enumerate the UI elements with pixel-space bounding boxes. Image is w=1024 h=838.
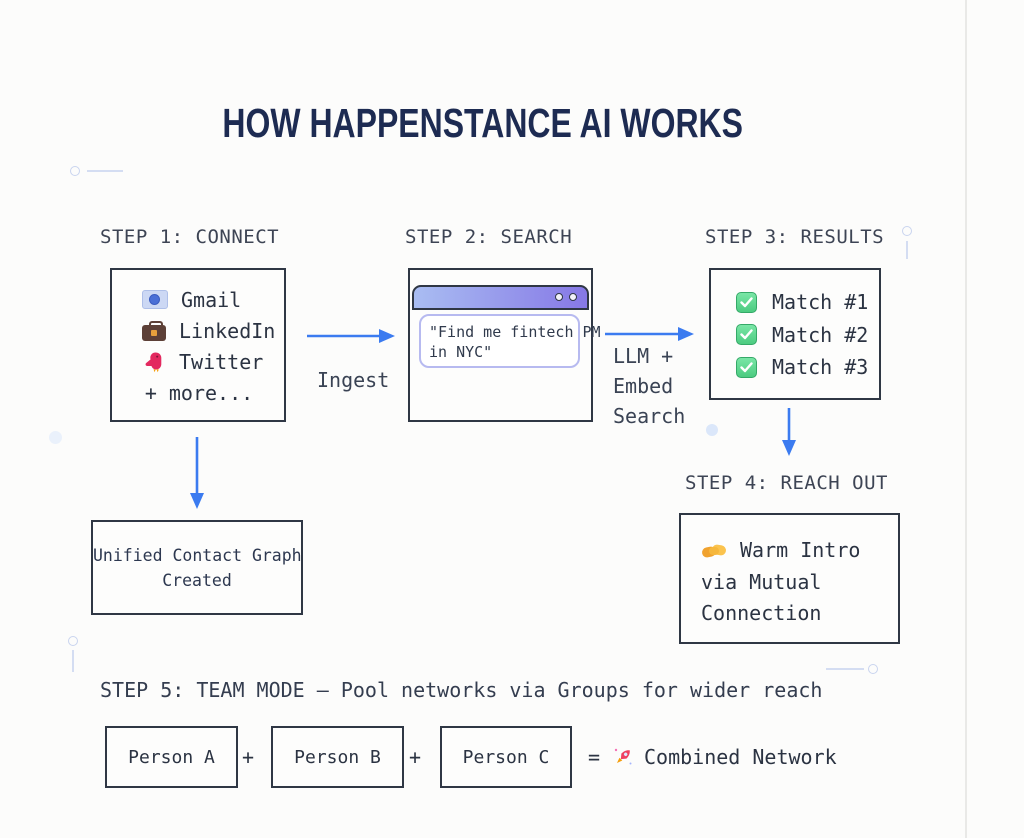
search-query-line: "Find me fintech PM <box>429 323 601 341</box>
twitter-icon <box>142 351 166 373</box>
step4-label: STEP 4: REACH OUT <box>685 472 888 494</box>
step1-item-label: Gmail <box>181 287 242 312</box>
step1-item-label: LinkedIn <box>179 318 276 343</box>
step4-line-label: via Mutual <box>701 569 822 594</box>
step1-box: Gmail LinkedIn Twitter + more... <box>110 268 286 422</box>
checkbox-checked-icon[interactable] <box>736 291 757 313</box>
step2-label: STEP 2: SEARCH <box>405 226 573 248</box>
combined-network-label: Combined Network <box>644 745 837 769</box>
person-a-box: Person A <box>105 726 238 788</box>
step5-label: STEP 5: TEAM MODE — Pool networks via Gr… <box>100 678 823 702</box>
plus-sign: + <box>409 745 422 769</box>
step1-row-twitter: Twitter <box>142 346 284 377</box>
page-edge-line <box>965 0 967 838</box>
unified-line: Created <box>162 570 232 590</box>
decor-circle-step3 <box>902 226 912 236</box>
match-row: Match #3 <box>736 351 879 384</box>
decor-line-topleft <box>87 170 123 172</box>
page-title: HOW HAPPENSTANCE AI WORKS <box>222 100 744 146</box>
step4-line1: Warm Intro <box>701 535 898 567</box>
step4-box: Warm Intro via Mutual Connection <box>679 513 900 644</box>
decor-line-step5 <box>826 668 864 670</box>
llm-label-line: Search <box>613 404 686 428</box>
decor-line-bottomleft <box>72 650 74 672</box>
step1-item-label: Twitter <box>179 349 264 374</box>
step3-box: Match #1 Match #2 Match #3 <box>709 268 881 400</box>
match-label: Match #3 <box>772 355 869 380</box>
step3-label: STEP 3: RESULTS <box>705 226 885 248</box>
ingest-label: Ingest <box>317 368 390 392</box>
arrow-down-step3-icon <box>782 408 796 456</box>
match-label: Match #1 <box>772 290 869 315</box>
arrow-ingest-icon <box>307 329 395 343</box>
rocket-icon <box>612 746 634 768</box>
browser-titlebar <box>412 285 589 310</box>
step1-more-label: + more... <box>144 380 254 405</box>
step2-box: "Find me fintech PM in NYC" <box>408 268 601 422</box>
person-label: Person A <box>128 746 215 768</box>
llm-label-line: Embed <box>613 374 674 398</box>
match-label: Match #2 <box>772 322 869 347</box>
window-dot-icon <box>555 293 563 301</box>
match-row: Match #1 <box>736 286 879 319</box>
step4-line-label: Warm Intro <box>740 538 861 562</box>
person-label: Person B <box>294 746 381 768</box>
step4-line-label: Connection <box>701 601 822 625</box>
title-wrap: HOW HAPPENSTANCE AI WORKS <box>0 100 966 147</box>
decor-dot-left <box>49 431 62 444</box>
handshake-icon <box>701 541 728 561</box>
person-b-box: Person B <box>271 726 404 788</box>
step1-row-more: + more... <box>142 377 284 408</box>
decor-circle-step5 <box>868 664 878 674</box>
search-query-line: in NYC" <box>429 343 493 361</box>
decor-line-step3 <box>906 241 908 259</box>
gmail-icon <box>142 290 168 309</box>
window-dot-icon <box>569 293 577 301</box>
arrow-down-step1-icon <box>190 437 204 509</box>
llm-label: LLM + Embed Search <box>613 341 685 431</box>
linkedin-icon <box>142 320 166 341</box>
search-query-box[interactable]: "Find me fintech PM in NYC" <box>419 314 601 368</box>
checkbox-checked-icon[interactable] <box>736 324 757 346</box>
decor-dot-mid <box>706 424 718 436</box>
decor-circle-topleft <box>70 166 80 176</box>
match-row: Match #2 <box>736 319 879 352</box>
decor-circle-bottomleft <box>68 636 78 646</box>
equals-sign: = <box>588 745 601 769</box>
person-c-box: Person C <box>440 726 572 788</box>
step1-row-gmail: Gmail <box>142 284 284 315</box>
person-label: Person C <box>462 746 550 768</box>
checkbox-checked-icon[interactable] <box>736 356 757 378</box>
arrow-llm-icon <box>605 327 694 341</box>
step1-row-linkedin: LinkedIn <box>142 315 284 346</box>
unified-graph-box: Unified Contact Graph Created <box>91 520 303 615</box>
llm-label-line: LLM + <box>613 344 674 368</box>
unified-line: Unified Contact Graph <box>93 545 302 565</box>
step1-label: STEP 1: CONNECT <box>100 226 280 248</box>
plus-sign: + <box>242 745 255 769</box>
